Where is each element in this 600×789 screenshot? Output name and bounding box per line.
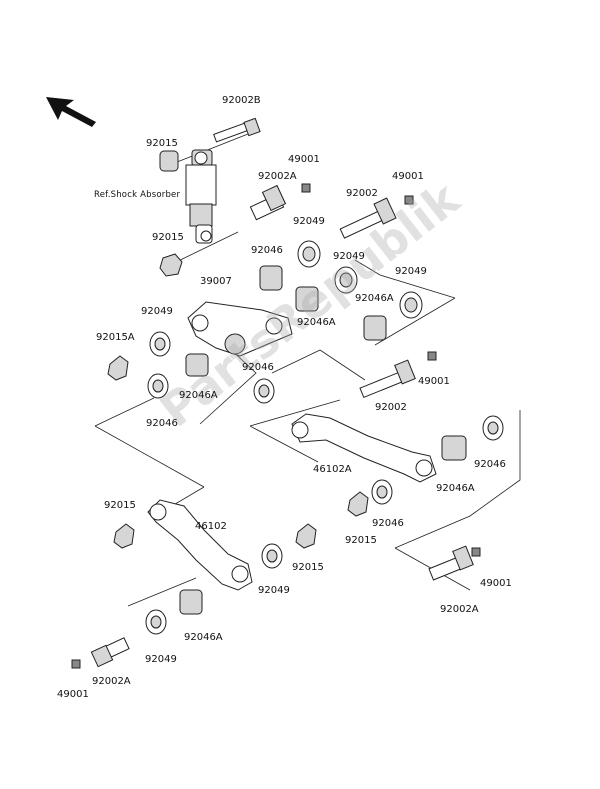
bearing-92046a-right bbox=[441, 435, 467, 461]
part-label: 92015 bbox=[146, 138, 178, 149]
nut-92015-left-lower bbox=[113, 523, 135, 549]
collar-92046-lower bbox=[371, 479, 393, 505]
bearing-92046a-b bbox=[363, 315, 387, 341]
part-label: 92049 bbox=[145, 654, 177, 665]
nut-92015-center bbox=[295, 523, 317, 549]
rocker-arm-39007 bbox=[187, 301, 293, 357]
part-label: 92046A bbox=[184, 632, 223, 643]
collar-92049-center bbox=[261, 543, 283, 569]
part-label: 46102A bbox=[313, 464, 352, 475]
part-label: 92046 bbox=[474, 459, 506, 470]
collar-92046-left bbox=[147, 373, 169, 399]
bearing-92046-a bbox=[259, 265, 283, 291]
part-label: 92046A bbox=[436, 483, 475, 494]
part-label: 46102 bbox=[195, 521, 227, 532]
part-label: 49001 bbox=[392, 171, 424, 182]
part-label: 92046 bbox=[242, 362, 274, 373]
part-label: 92002B bbox=[222, 95, 261, 106]
part-label: 92049 bbox=[141, 306, 173, 317]
part-label: 92002A bbox=[258, 171, 297, 182]
part-label: 92002A bbox=[440, 604, 479, 615]
bolt-92002a-right bbox=[428, 545, 474, 581]
part-label: 39007 bbox=[200, 276, 232, 287]
bolt-92002b bbox=[213, 117, 261, 143]
part-label: 92049 bbox=[395, 266, 427, 277]
cotter-49001-e bbox=[71, 659, 81, 669]
bolt-92002a-lower bbox=[90, 637, 130, 668]
bearing-92046a-a bbox=[295, 286, 319, 312]
collar-92049-b bbox=[334, 266, 358, 294]
bearing-92046a-left bbox=[185, 353, 209, 377]
assembly-guide-lines bbox=[94, 133, 521, 607]
collar-92046-mid bbox=[253, 378, 275, 404]
part-label: 92046A bbox=[355, 293, 394, 304]
part-label: 92046 bbox=[251, 245, 283, 256]
part-label: 92046A bbox=[179, 390, 218, 401]
collar-92049-left bbox=[149, 331, 171, 357]
bolt-92002-top bbox=[339, 197, 397, 239]
part-label: 92049 bbox=[293, 216, 325, 227]
part-label: 92049 bbox=[333, 251, 365, 262]
bolt-92002-mid bbox=[359, 359, 416, 399]
tie-rod-46102 bbox=[147, 499, 253, 591]
part-label: 92015 bbox=[345, 535, 377, 546]
bolt-92002a-top bbox=[249, 184, 287, 221]
collar-92049-a bbox=[297, 240, 321, 268]
nut-92015-lower bbox=[347, 491, 369, 517]
part-label: 92049 bbox=[258, 585, 290, 596]
part-label: 92046 bbox=[146, 418, 178, 429]
cotter-49001-a bbox=[301, 183, 311, 193]
part-label: 49001 bbox=[288, 154, 320, 165]
part-label: 92002 bbox=[346, 188, 378, 199]
nut-92015-mid bbox=[159, 253, 183, 277]
part-label: 92046 bbox=[372, 518, 404, 529]
bearing-92046a-lower-left bbox=[179, 589, 203, 615]
direction-arrow-icon bbox=[46, 97, 96, 127]
part-label: 49001 bbox=[480, 578, 512, 589]
part-label: 49001 bbox=[57, 689, 89, 700]
cotter-49001-c bbox=[427, 351, 437, 361]
tie-rod-46102a bbox=[291, 413, 437, 483]
collar-92015-top bbox=[159, 150, 179, 172]
part-label: 92046A bbox=[297, 317, 336, 328]
shock-absorber bbox=[185, 149, 217, 244]
part-label: 92002A bbox=[92, 676, 131, 687]
reference-note: Ref.Shock Absorber bbox=[94, 190, 181, 200]
part-label: 92015 bbox=[292, 562, 324, 573]
collar-92049-lower-left bbox=[145, 609, 167, 635]
part-label: 49001 bbox=[418, 376, 450, 387]
part-label: 92015 bbox=[104, 500, 136, 511]
collar-92049-c bbox=[399, 291, 423, 319]
part-label: 92015 bbox=[152, 232, 184, 243]
collar-92046-right bbox=[482, 415, 504, 441]
part-label: 92015A bbox=[96, 332, 135, 343]
nut-92015a bbox=[107, 355, 129, 381]
cotter-49001-b bbox=[404, 195, 414, 205]
part-label: 92002 bbox=[375, 402, 407, 413]
cotter-49001-d bbox=[471, 547, 481, 557]
